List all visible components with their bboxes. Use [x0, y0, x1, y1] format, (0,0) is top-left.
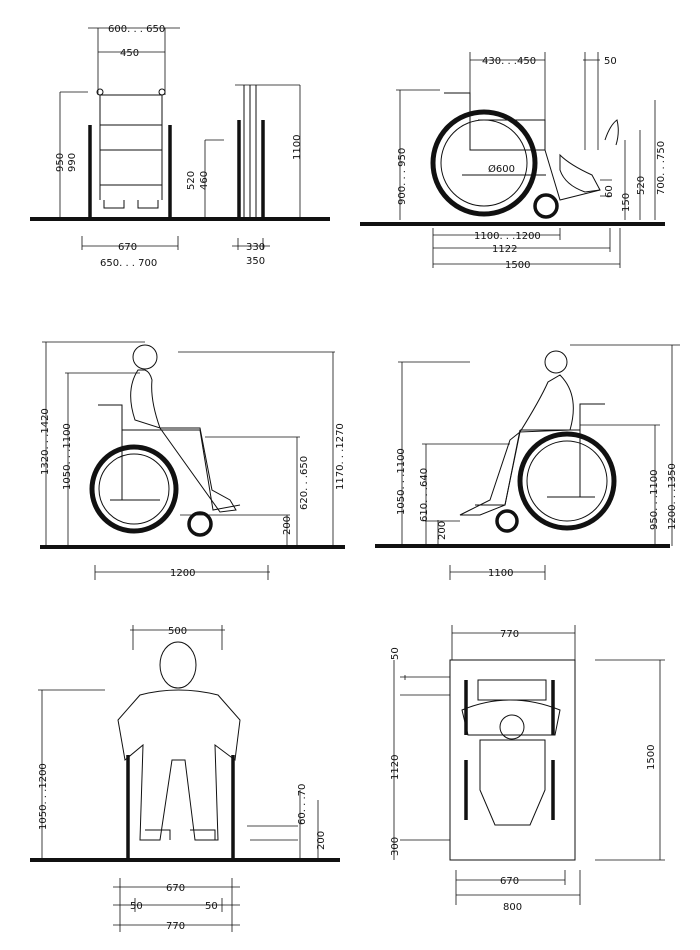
wheelchair-front-view	[88, 88, 172, 218]
dim-plan-top-width: 770	[500, 629, 519, 640]
dim-folded-height: 1100	[292, 135, 303, 160]
panel-front-elevation: 600. . . 650 450 950 990 520 460 670 650…	[30, 24, 330, 269]
dim-person-inner-width: 670	[166, 883, 185, 894]
dim-man-length: 1200	[170, 568, 195, 579]
dim-front-seat-height-b: 460	[199, 171, 210, 190]
dim-plan-inner-width: 670	[500, 876, 519, 887]
dim-front-inner-width: 450	[120, 48, 139, 59]
dim-woman-top-height: 1200. . .1350	[667, 463, 678, 530]
wheelchair-plan-figure	[449, 659, 576, 861]
dim-side-foot-height: 150	[621, 193, 632, 212]
dim-side-length-b: 1122	[492, 244, 517, 255]
dim-woman-shoulder-height: 950. . .1100	[649, 470, 660, 530]
wheelchair-folded-view	[237, 85, 265, 218]
panel-woman-side: 1050. . .1100 610. . .640 200 1100 950. …	[375, 344, 680, 580]
panel-man-side: 1320. . .1420 1050. . .1100 1200 620. . …	[40, 341, 346, 580]
dim-side-length-c: 1500	[505, 260, 530, 271]
dim-man-eye-height: 1050. . .1100	[62, 423, 73, 490]
dim-person-foot-height-a: 60. . .70	[297, 784, 308, 825]
dim-side-wheel-diameter: Ø600	[488, 163, 515, 175]
wheelchair-side-view	[430, 92, 619, 219]
dim-side-overall-height: 900. . . 950	[397, 148, 408, 205]
dim-side-seat-height: 520	[636, 176, 647, 195]
panel-front-person: 500 1050. . .1200 60. . .70 200 670 50 5…	[30, 625, 340, 932]
dim-side-footplate-height: 60	[604, 185, 615, 198]
dim-front-height-b: 990	[67, 153, 78, 172]
dim-man-foot-height: 200	[282, 516, 293, 535]
dim-front-base-width: 670	[118, 242, 137, 253]
man-seated-figure	[89, 344, 241, 537]
panel-plan-view: 770 50 1120 300 1500 670 800	[390, 625, 665, 913]
dim-front-height-a: 950	[55, 153, 66, 172]
dim-folded-width-alt: 350	[246, 256, 265, 267]
dim-man-head-height: 1320. . .1420	[40, 408, 51, 475]
dim-plan-front-depth: 50	[390, 647, 401, 660]
dim-woman-length: 1100	[488, 568, 513, 579]
dim-man-top-height: 1170. . .1270	[335, 423, 346, 490]
dim-side-knee-height: 700. . .750	[656, 141, 667, 195]
dim-front-seat-height-a: 520	[186, 171, 197, 190]
dim-woman-lap-height: 610. . .640	[419, 468, 430, 522]
dim-person-right-side: 50	[205, 901, 218, 912]
dim-folded-width: 330	[246, 242, 265, 253]
dim-plan-total-width: 800	[503, 902, 522, 913]
dim-front-top-width: 600. . . 650	[108, 24, 165, 35]
dim-man-lap-height: 620. . .650	[299, 456, 310, 510]
dim-person-left-side: 50	[130, 901, 143, 912]
person-front-figure	[117, 641, 241, 858]
dim-person-shoulder-width: 500	[168, 626, 187, 637]
dim-plan-total-depth: 1500	[646, 745, 657, 770]
dim-side-handle-width: 430. . .450	[482, 56, 536, 67]
dim-side-footplate-width: 50	[604, 56, 617, 67]
woman-seated-figure	[459, 350, 617, 533]
dim-plan-back-depth: 300	[390, 837, 401, 856]
dim-person-foot-height-b: 200	[316, 831, 327, 850]
dim-woman-foot-height: 200	[437, 521, 448, 540]
dim-front-base-width-alt: 650. . . 700	[100, 258, 157, 269]
panel-side-elevation: 430. . .450 50 900. . . 950 Ø600 1100. .…	[360, 52, 667, 271]
dim-plan-mid-depth: 1120	[390, 755, 401, 780]
dim-person-total-width: 770	[166, 921, 185, 932]
dim-side-length-a: 1100. . .1200	[474, 231, 541, 242]
dim-woman-eye-height: 1050. . .1100	[396, 448, 407, 515]
dim-person-eye-height: 1050. . .1200	[38, 763, 49, 830]
